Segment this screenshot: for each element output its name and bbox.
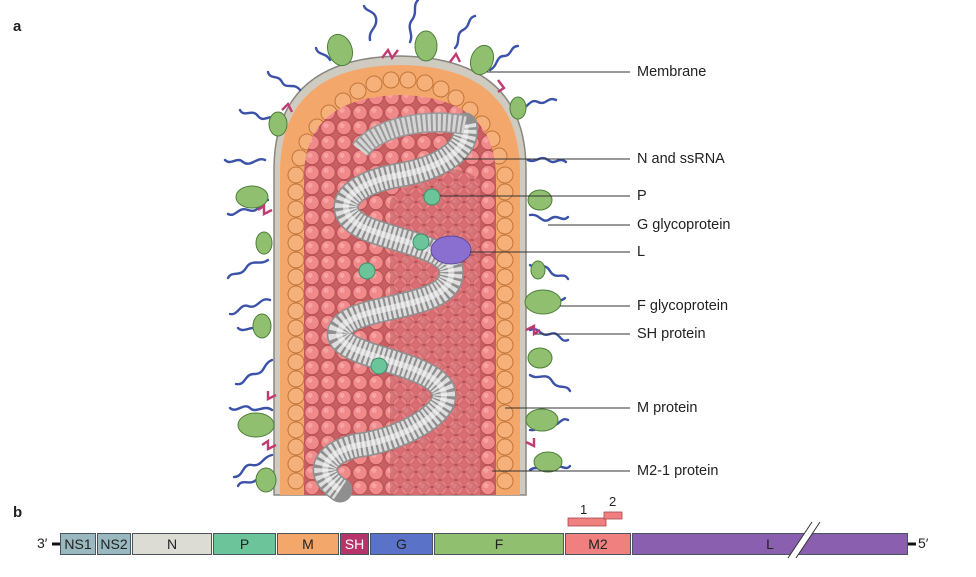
label-m-protein: M protein bbox=[637, 400, 698, 416]
p-proteins bbox=[358, 188, 441, 375]
label-l: L bbox=[637, 244, 646, 260]
gene-n: N bbox=[132, 533, 212, 555]
label-p: P bbox=[637, 188, 647, 204]
label-f-glycoprotein: F glycoprotein bbox=[637, 298, 729, 314]
gene-p: P bbox=[213, 533, 276, 555]
gene-ns1: NS1 bbox=[60, 533, 96, 555]
nucleocapsid-helix bbox=[312, 112, 478, 503]
gene-sh: SH bbox=[340, 533, 369, 555]
sh-proteins bbox=[257, 47, 541, 451]
gene-l: L bbox=[632, 533, 908, 555]
gene-ns2: NS2 bbox=[97, 533, 131, 555]
l-polymerase bbox=[430, 235, 472, 265]
f-glycoproteins bbox=[235, 30, 563, 493]
orf-label-2: 2 bbox=[609, 494, 617, 509]
gene-m: M bbox=[277, 533, 339, 555]
gene-m2: M2 bbox=[565, 533, 631, 555]
orf-label-1: 1 bbox=[580, 502, 588, 517]
label-m2-1-protein: M2-1 protein bbox=[637, 463, 719, 479]
gene-f: F bbox=[434, 533, 564, 555]
label-sh-protein: SH protein bbox=[637, 326, 706, 342]
m2-orf-markers bbox=[567, 511, 623, 527]
label-g-glycoprotein: G glycoprotein bbox=[637, 217, 731, 233]
gene-g: G bbox=[370, 533, 433, 555]
panel-a-letter: a bbox=[13, 18, 22, 35]
genome-3-prime: 3′ bbox=[37, 535, 48, 551]
label-membrane: Membrane bbox=[637, 64, 707, 80]
label-n-ssrna: N and ssRNA bbox=[637, 151, 725, 167]
genome-5-prime: 5′ bbox=[918, 535, 929, 551]
leader-lines bbox=[440, 71, 630, 472]
panel-b-letter: b bbox=[13, 504, 23, 521]
